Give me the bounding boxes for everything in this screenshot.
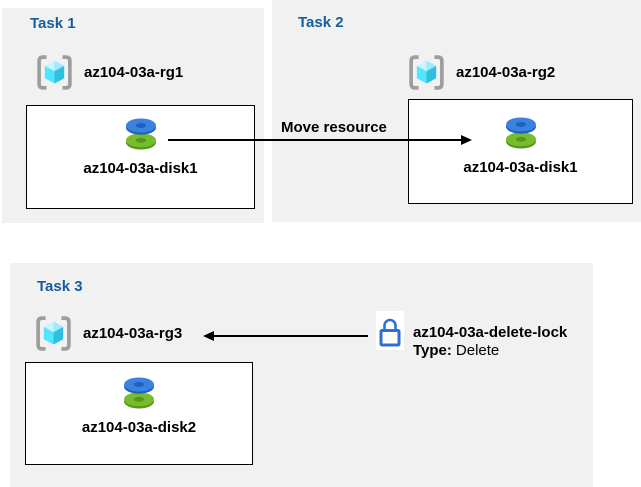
lock-arrow-line xyxy=(213,335,368,337)
task3-title: Task 3 xyxy=(37,278,83,295)
resource-group-icon xyxy=(406,52,447,93)
lock-arrow-head-icon xyxy=(203,330,214,341)
move-resource-label: Move resource xyxy=(281,119,387,136)
task2-resource-group: az104-03a-rg2 xyxy=(406,52,555,93)
task1-disk-label: az104-03a-disk1 xyxy=(83,160,198,177)
task3-resource-group: az104-03a-rg3 xyxy=(33,313,182,354)
task3-disk-label: az104-03a-disk2 xyxy=(81,419,197,436)
task3-rg-label: az104-03a-rg3 xyxy=(83,325,183,342)
task3-resource-box: az104-03a-disk2 xyxy=(25,362,253,465)
task2-disk-label: az104-03a-disk1 xyxy=(463,159,578,176)
task1-panel: Task 1 az104-03a-rg1 az104-03a-disk1 xyxy=(2,8,264,223)
task1-resource-group: az104-03a-rg1 xyxy=(34,52,183,93)
task2-title: Task 2 xyxy=(298,14,344,31)
resource-group-icon xyxy=(33,313,74,354)
disk-icon xyxy=(119,114,163,154)
disk-icon xyxy=(499,113,543,153)
lock-type-label: Type: xyxy=(413,342,452,359)
task1-resource-box: az104-03a-disk1 xyxy=(26,105,255,209)
task3-panel: Task 3 az104-03a-rg3 az104-03a-disk2 xyxy=(10,263,593,487)
lock-icon xyxy=(376,311,404,350)
disk-icon xyxy=(117,373,161,413)
move-arrow-line xyxy=(168,139,462,141)
lock-type-value: Delete xyxy=(455,342,500,359)
task2-rg-label: az104-03a-rg2 xyxy=(456,64,556,81)
delete-lock-type: Type:Delete xyxy=(413,342,499,359)
task1-rg-label: az104-03a-rg1 xyxy=(84,64,184,81)
task1-title: Task 1 xyxy=(30,15,76,32)
delete-lock-name: az104-03a-delete-lock xyxy=(413,324,568,341)
task2-resource-box: az104-03a-disk1 xyxy=(408,99,633,204)
move-arrow-head-icon xyxy=(461,134,472,145)
resource-group-icon xyxy=(34,52,75,93)
task2-panel: Task 2 az104-03a-rg2 az104-03a-disk1 xyxy=(272,0,641,222)
